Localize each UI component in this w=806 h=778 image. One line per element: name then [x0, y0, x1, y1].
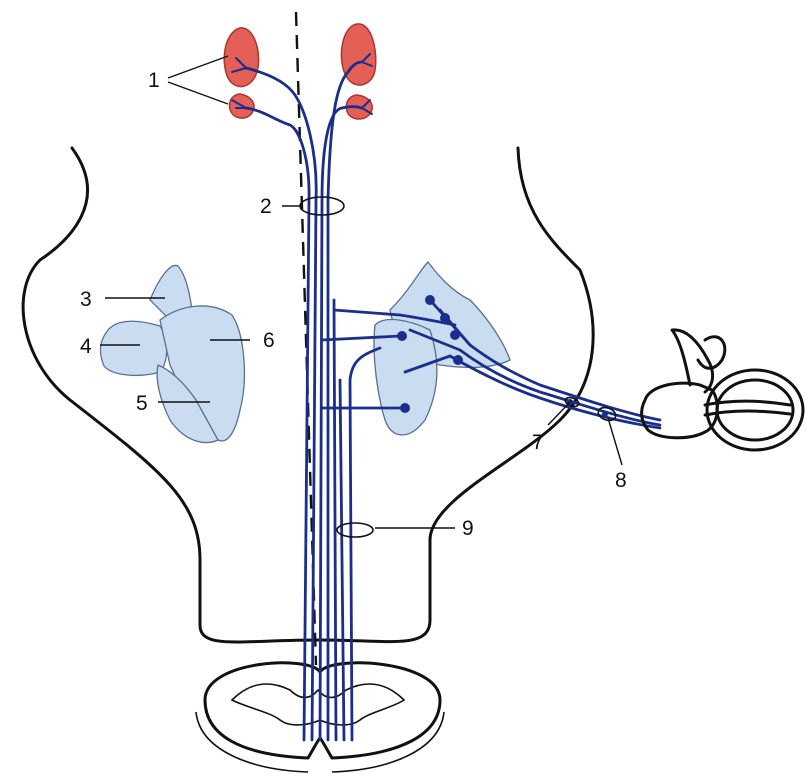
- label-5: 5: [136, 392, 148, 415]
- label-1: 1: [148, 69, 160, 92]
- label-4: 4: [80, 335, 92, 358]
- label-6: 6: [263, 329, 275, 352]
- inner-ear: [642, 330, 803, 450]
- label-7: 7: [532, 431, 544, 454]
- left-vestibular-nuclei: [101, 265, 245, 442]
- label-3: 3: [80, 288, 92, 311]
- neural-pathways: [232, 54, 660, 740]
- label-2: 2: [260, 195, 272, 218]
- label-8: 8: [615, 469, 627, 492]
- nucleus-4: [101, 321, 167, 375]
- label-9: 9: [462, 517, 474, 540]
